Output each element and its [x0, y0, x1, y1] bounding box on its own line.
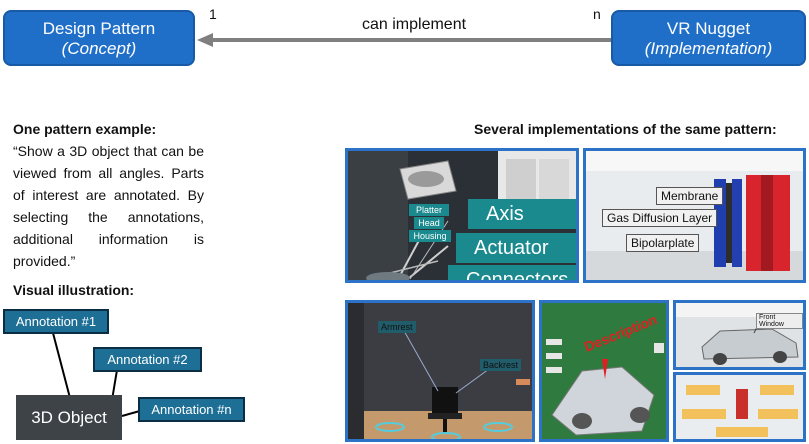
example-text: “Show a 3D object that can be viewed fro… [13, 143, 204, 269]
hdd-label-connectors: Connectors [448, 265, 576, 280]
fuelcell-label-gdl: Gas Diffusion Layer [602, 209, 718, 227]
vr-nugget-box: VR Nugget (Implementation) [611, 10, 806, 66]
hdd-label-housing: Housing [409, 230, 451, 242]
fuelcell-label-bipolarplate: Bipolarplate [626, 234, 700, 252]
fuelcell-screenshot: Membrane Gas Diffusion Layer Bipolarplat… [583, 148, 806, 283]
3d-object-box: 3D Object [16, 395, 122, 440]
chair-screenshot: Armrest Backrest [345, 300, 535, 442]
harddrive-screenshot: Platter Head Housing Axis Actuator Conne… [345, 148, 579, 283]
hdd-label-actuator: Actuator [456, 233, 576, 263]
annotation-1: Annotation #1 [3, 309, 109, 334]
hdd-label-platter: Platter [409, 204, 449, 216]
multiplicity-right: n [593, 6, 601, 22]
relation-arrow [197, 33, 611, 47]
chair-label-backrest: Backrest [480, 359, 522, 371]
multiplicity-left: 1 [209, 6, 217, 22]
car-model-screenshot: Description [539, 300, 669, 442]
annotation-2: Annotation #2 [93, 347, 202, 372]
annotation-n: Annotation #n [138, 397, 245, 422]
vr-nugget-subtitle: (Implementation) [644, 39, 773, 58]
car-label-front-window: Front Window [756, 313, 803, 329]
vr-nugget-title: VR Nugget [666, 19, 751, 38]
design-pattern-box: Design Pattern (Concept) [3, 10, 195, 66]
design-pattern-subtitle: (Concept) [61, 39, 137, 58]
car-showroom-screenshot: Front Window [673, 300, 806, 370]
design-pattern-title: Design Pattern [42, 19, 156, 38]
fuelcell-label-membrane: Membrane [656, 187, 724, 205]
relation-label: can implement [362, 16, 467, 33]
equipment-screenshot [673, 372, 806, 442]
hdd-label-axis: Axis [468, 199, 576, 229]
example-heading: One pattern example: [13, 121, 157, 137]
hdd-label-head: Head [414, 217, 444, 229]
illustration-heading: Visual illustration: [13, 282, 135, 298]
chair-label-armrest: Armrest [378, 321, 416, 333]
implementations-heading: Several implementations of the same patt… [474, 121, 777, 137]
